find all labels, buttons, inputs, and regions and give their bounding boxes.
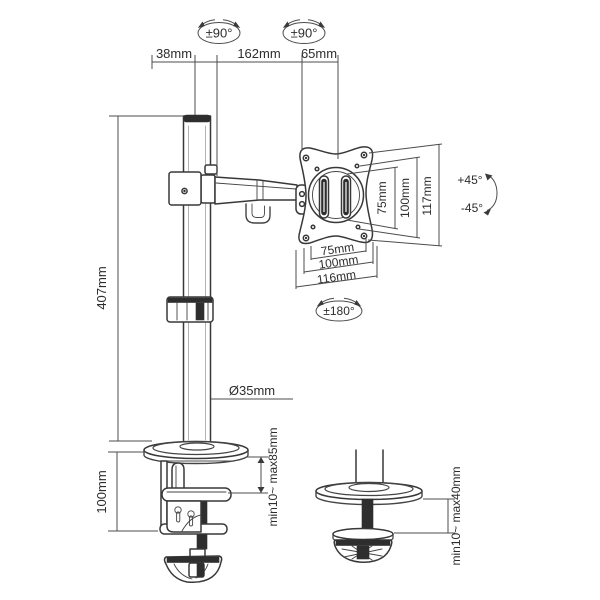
dim-vesa-bottom-mid: 100mm [318, 252, 360, 271]
vesa-slot-right [340, 175, 352, 219]
pole-cap [183, 114, 211, 123]
clamp-post [171, 462, 185, 496]
clamp-upper-jaw [161, 487, 232, 502]
tilt-label-down: -45° [461, 201, 483, 215]
pole [166, 114, 214, 444]
dim-vesa-bottom-inner: 75mm [320, 240, 355, 259]
rotation-label-pole-left: ±90° [206, 26, 233, 41]
dim-top-a: 38mm [156, 46, 192, 61]
dim-top-b: 162mm [237, 46, 280, 61]
tilt-arc [483, 173, 498, 216]
dimension-arrows [257, 457, 265, 493]
dim-top-c: 65mm [301, 46, 337, 61]
rotation-badge-pole-right [282, 19, 326, 44]
labels: ±90° ±90° ±180° +45° -45° 38mm 162mm 65m… [94, 26, 483, 566]
vesa-screw-holes [302, 151, 368, 242]
rotation-label-swivel: ±180° [323, 304, 355, 318]
rotation-label-pole-right: ±90° [291, 26, 318, 41]
vesa-slot-left [318, 175, 330, 219]
dim-clamp-range: min10~ max85mm [266, 427, 280, 526]
tilt-label-up: +45° [457, 173, 482, 187]
dim-pole-height: 407mm [94, 266, 109, 309]
dim-vesa-side-mid: 100mm [398, 178, 412, 218]
dim-vesa-side-inner: 75mm [375, 181, 389, 214]
dim-vesa-side-outer: 117mm [420, 176, 434, 215]
clamp-knob [163, 555, 223, 583]
cable-clip [245, 203, 271, 224]
rotation-badge-swivel [315, 297, 363, 322]
dim-grommet-range: min10~ max40mm [449, 466, 463, 565]
dim-vesa-bottom-outer: 116mm [316, 267, 357, 286]
grommet-lower-disc [332, 527, 394, 541]
arm [214, 176, 298, 224]
arm-bracket [168, 164, 218, 206]
grommet-basket-nut [333, 539, 393, 564]
rotation-badge-pole-left [197, 19, 241, 44]
grommet-mount [315, 449, 423, 564]
pole-collar [166, 296, 214, 323]
dim-pole-diameter: Ø35mm [229, 383, 275, 398]
dim-clamp-height: 100mm [94, 470, 109, 513]
vesa-head [295, 146, 374, 245]
rotation-badges [197, 19, 498, 322]
monitor-arm-drawing [143, 114, 423, 583]
desk-clamp [143, 440, 249, 583]
